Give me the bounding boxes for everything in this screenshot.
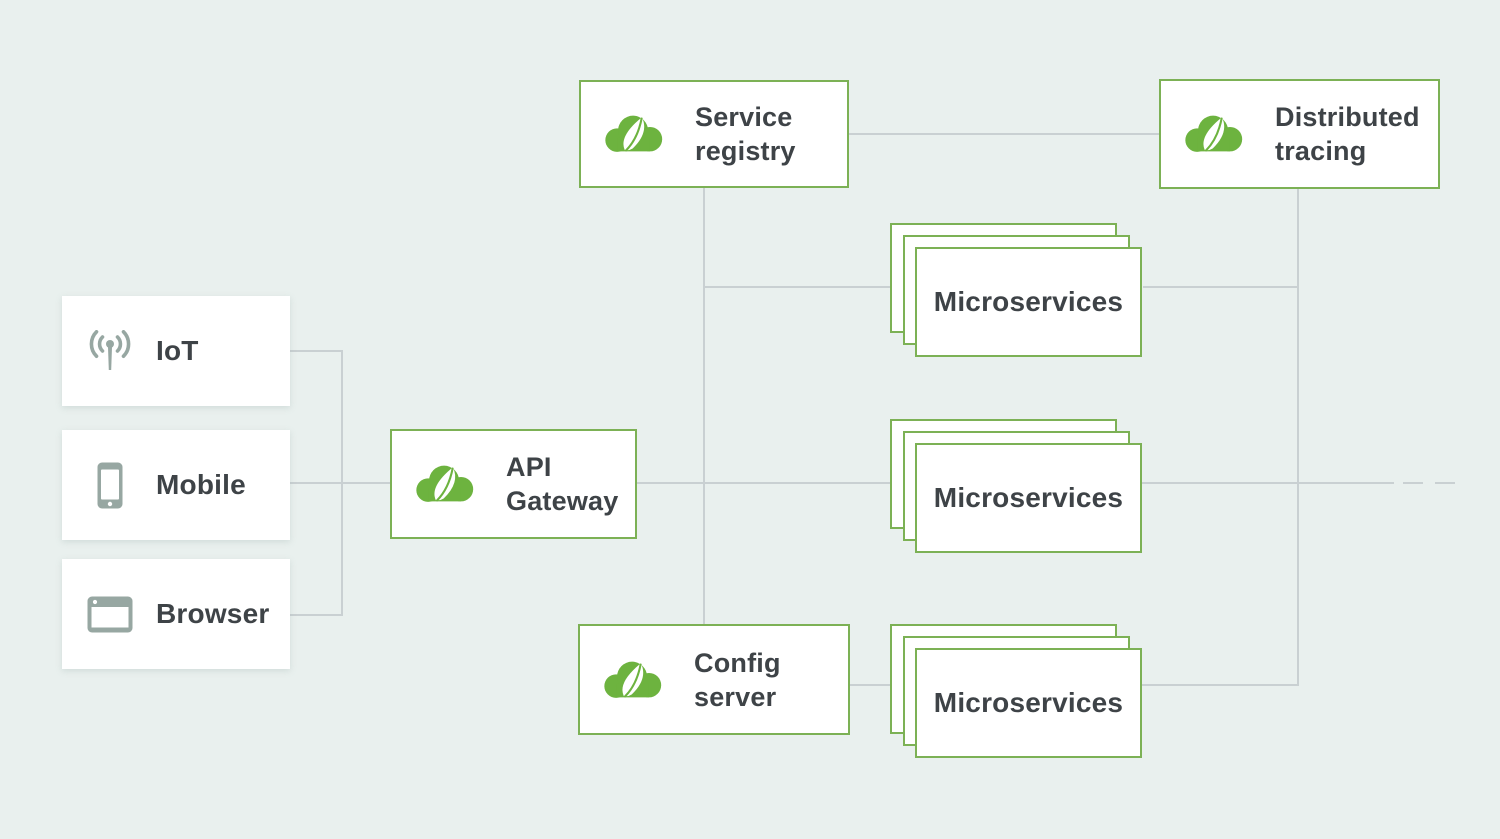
microservices-stack-middle: Microservices bbox=[890, 419, 1144, 555]
node-label-distributed-tracing: Distributed tracing bbox=[1275, 102, 1420, 166]
connector-gateway-microservices-middle bbox=[637, 482, 890, 484]
connector-registry-tracing bbox=[849, 133, 1159, 135]
microservices-stack-top: Microservices bbox=[890, 223, 1144, 359]
connector-tracing-vertical bbox=[1297, 189, 1299, 686]
client-node-iot: IoT bbox=[62, 296, 290, 406]
connector-browser-bus bbox=[290, 614, 342, 616]
connector-dashed-continuation bbox=[1403, 482, 1455, 484]
client-label-iot: IoT bbox=[156, 335, 199, 366]
connector-iot-bus bbox=[290, 350, 342, 352]
client-label-browser: Browser bbox=[156, 598, 270, 629]
stacked-card-front: Microservices bbox=[915, 648, 1142, 758]
browser-window-icon bbox=[86, 596, 134, 633]
microservices-stack-bottom: Microservices bbox=[890, 624, 1144, 760]
node-service-registry: Service registry bbox=[579, 80, 849, 188]
connector-microservices-middle-right bbox=[1142, 482, 1394, 484]
connector-config-microservices-bottom bbox=[850, 684, 890, 686]
microservices-label: Microservices bbox=[933, 286, 1124, 317]
node-label-api-gateway: API Gateway bbox=[506, 452, 619, 516]
spring-cloud-icon bbox=[603, 111, 665, 157]
node-distributed-tracing: Distributed tracing bbox=[1159, 79, 1440, 189]
client-node-browser: Browser bbox=[62, 559, 290, 669]
node-api-gateway: API Gateway bbox=[390, 429, 637, 539]
node-label-service-registry: Service registry bbox=[695, 102, 796, 166]
microservices-label: Microservices bbox=[933, 687, 1124, 718]
smartphone-icon bbox=[86, 462, 134, 509]
node-label-config-server: Config server bbox=[694, 647, 781, 712]
client-node-mobile: Mobile bbox=[62, 430, 290, 540]
connector-registry-microservices-top bbox=[704, 286, 890, 288]
connector-microservices-top-tracing bbox=[1143, 286, 1298, 288]
connector-microservices-bottom-tracing bbox=[1142, 684, 1299, 686]
spring-cloud-icon bbox=[1183, 111, 1245, 157]
node-config-server: Config server bbox=[578, 624, 850, 735]
connector-mobile-gateway bbox=[290, 482, 390, 484]
microservices-label: Microservices bbox=[933, 482, 1124, 513]
spring-cloud-icon bbox=[414, 461, 476, 507]
antenna-broadcast-icon bbox=[86, 330, 134, 372]
stacked-card-front: Microservices bbox=[915, 443, 1142, 553]
spring-cloud-icon bbox=[602, 657, 664, 703]
stacked-card-front: Microservices bbox=[915, 247, 1142, 357]
connector-registry-config-vertical bbox=[703, 188, 705, 624]
client-label-mobile: Mobile bbox=[156, 469, 246, 500]
